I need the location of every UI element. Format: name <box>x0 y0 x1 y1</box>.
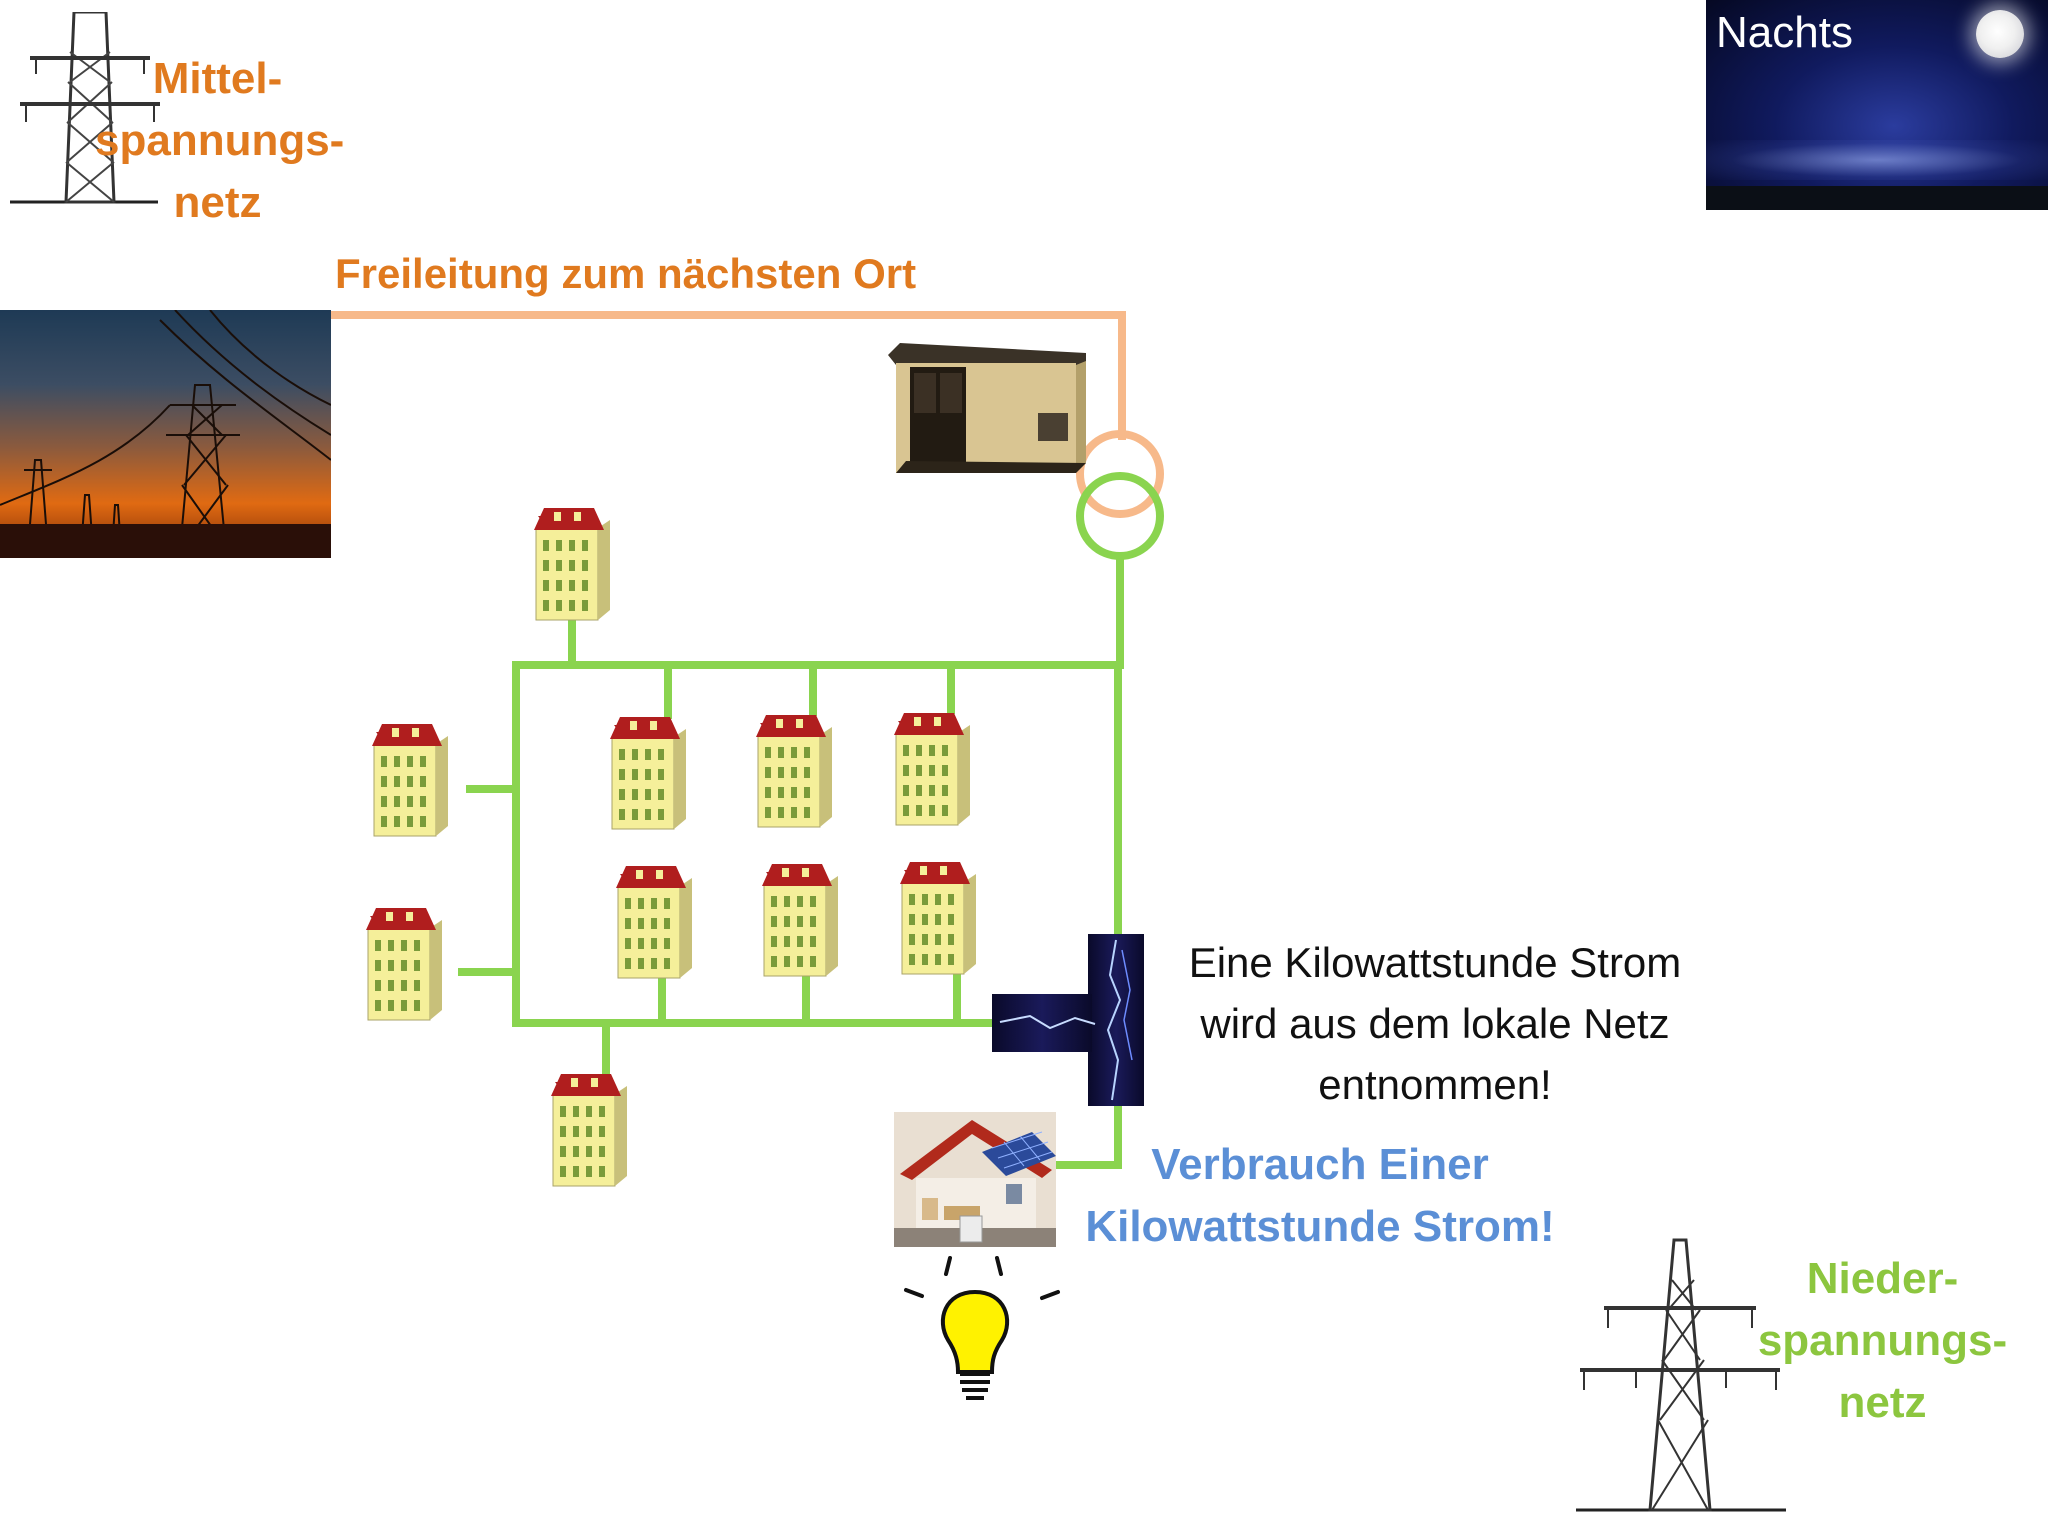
night-glow <box>1706 140 2048 180</box>
night-label: Nachts <box>1716 8 1853 57</box>
statement-text: Eine Kilowattstunde Strom wird aus dem l… <box>1188 939 1682 1108</box>
apartment-building-icon <box>533 507 611 621</box>
solar-house-icon <box>894 1112 1056 1247</box>
night-panel: Nachts <box>1706 0 2048 210</box>
apartment-building-icon <box>893 712 971 826</box>
low-voltage-network <box>458 472 1164 1169</box>
apartment-building-icon <box>615 865 693 979</box>
night-ground <box>1706 186 2048 210</box>
medium-voltage-line <box>331 311 1164 518</box>
medium-voltage-grid-label: Mittel- spannungs- netz <box>95 54 345 227</box>
apartment-building-icon <box>371 723 449 837</box>
apartment-building-icon <box>609 716 687 830</box>
lightning-icon <box>992 934 1144 1106</box>
apartment-building-icon <box>755 714 833 828</box>
apartment-building-icon <box>899 861 977 975</box>
apartment-building-icon <box>761 863 839 977</box>
consumption-text: Verbrauch Einer Kilowattstunde Strom! <box>1085 1140 1555 1251</box>
sunset-pylons-photo <box>0 310 331 558</box>
medium-voltage-tower-icon <box>10 12 160 204</box>
low-voltage-grid-label: Nieder- spannungs- netz <box>1757 1254 2008 1427</box>
low-voltage-tower-icon <box>1576 1238 1786 1512</box>
sunset-ground <box>0 524 331 558</box>
apartment-building-icon <box>550 1073 628 1187</box>
overhead-line-label: Freileitung zum nächsten Ort <box>335 250 917 297</box>
light-bulb-icon <box>904 1256 1060 1400</box>
moon-icon <box>1976 10 2024 58</box>
apartment-building-icon <box>365 907 443 1021</box>
transformer-station-icon <box>888 343 1086 473</box>
